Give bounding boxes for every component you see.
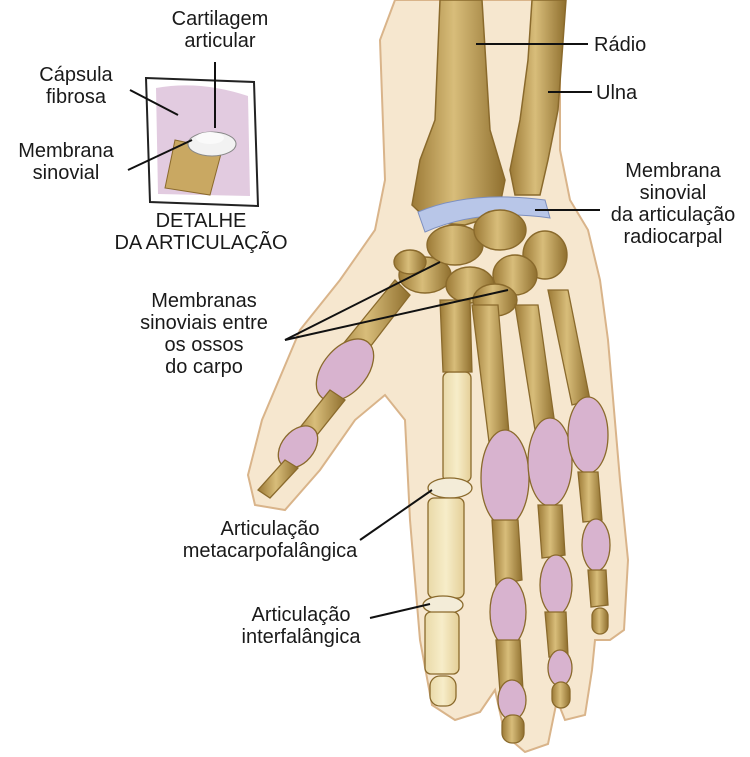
label-metacarpophalangeal-joint: Articulação metacarpofalângica [170, 518, 370, 562]
label-synovial-membrane-detail-line2: sinovial [4, 162, 128, 184]
label-radiocarpal-line4: radiocarpal [598, 226, 748, 248]
label-joint-detail-title-line2: DA ARTICULAÇÃO [96, 232, 306, 254]
joint-detail-inset [146, 78, 258, 206]
label-fibrous-capsule-line2: fibrosa [26, 86, 126, 108]
label-radiocarpal-synovial-membrane: Membrana sinovial da articulação radioca… [598, 160, 748, 248]
label-radiocarpal-line1: Membrana [598, 160, 748, 182]
label-radius: Rádio [594, 34, 646, 56]
label-mcp-line2: metacarpofalângica [170, 540, 370, 562]
label-carpal-line3: os ossos [126, 334, 282, 356]
label-ulna: Ulna [596, 82, 637, 104]
label-articular-cartilage-line2: articular [160, 30, 280, 52]
label-joint-detail-title-line1: DETALHE [96, 210, 306, 232]
label-carpal-line1: Membranas [126, 290, 282, 312]
label-articular-cartilage: Cartilagem articular [160, 8, 280, 52]
label-ip-line1: Articulação [226, 604, 376, 626]
label-radiocarpal-line2: sinovial [598, 182, 748, 204]
label-joint-detail-title: DETALHE DA ARTICULAÇÃO [96, 210, 306, 254]
label-fibrous-capsule-line1: Cápsula [26, 64, 126, 86]
label-fibrous-capsule: Cápsula fibrosa [26, 64, 126, 108]
label-mcp-line1: Articulação [170, 518, 370, 540]
label-synovial-membrane-detail: Membrana sinovial [4, 140, 128, 184]
label-ip-line2: interfalângica [226, 626, 376, 648]
label-interphalangeal-joint: Articulação interfalângica [226, 604, 376, 648]
label-synovial-membrane-detail-line1: Membrana [4, 140, 128, 162]
label-articular-cartilage-line1: Cartilagem [160, 8, 280, 30]
label-carpal-line2: sinoviais entre [126, 312, 282, 334]
label-carpal-line4: do carpo [126, 356, 282, 378]
label-radiocarpal-line3: da articulação [598, 204, 748, 226]
label-carpal-synovial-membranes: Membranas sinoviais entre os ossos do ca… [126, 290, 282, 378]
